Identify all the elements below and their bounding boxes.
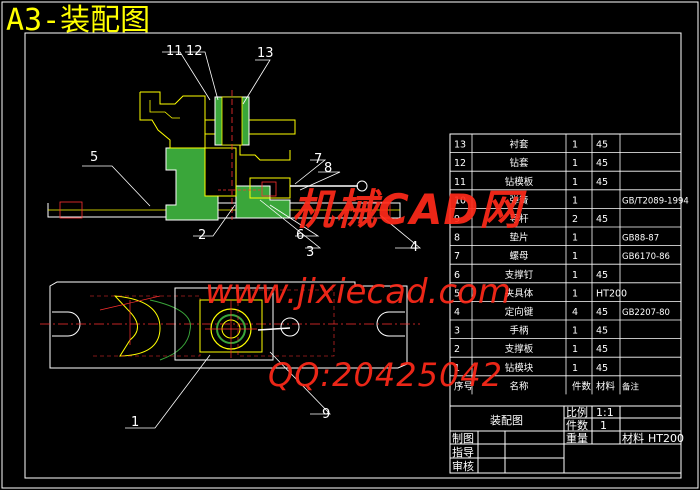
part-label-4: 4	[410, 240, 418, 255]
front-section-view	[47, 90, 401, 221]
bom-cell-material: 45	[596, 214, 608, 225]
bom-cell-name: 名称	[509, 380, 529, 392]
title-block-weight-label: 重量	[566, 431, 588, 445]
bom-cell-note: GB2207-80	[622, 308, 670, 318]
top-plan-view	[40, 281, 420, 369]
bom-cell-no: 1	[454, 363, 460, 374]
bom-cell-name: 夹具体	[505, 287, 534, 299]
bom-cell-no: 3	[454, 326, 460, 337]
title-block-material-value: HT200	[648, 432, 684, 445]
bom-cell-no: 8	[454, 233, 460, 244]
bom-cell-name: 支撑板	[505, 343, 534, 355]
bom-cell-qty: 件数	[572, 380, 592, 392]
bom-cell-name: 钻模板	[505, 176, 534, 188]
title-block-material-label: 材料	[622, 431, 644, 445]
title-block-scale-label: 比例	[566, 405, 588, 419]
bom-cell-no: 6	[454, 270, 460, 281]
title-block-review-label: 审核	[452, 459, 474, 473]
leader-lines	[82, 51, 422, 429]
bom-cell-name: 定向键	[505, 306, 534, 318]
bom-cell-qty: 2	[572, 214, 578, 225]
bom-cell-material: 45	[596, 326, 608, 337]
bom-cell-name: 导杆	[509, 213, 529, 225]
part-label-5: 5	[90, 150, 98, 165]
bom-cell-no: 9	[454, 214, 460, 225]
bom-cell-material: 45	[596, 140, 608, 151]
bom-cell-name: 手柄	[509, 325, 528, 337]
bom-cell-qty: 1	[572, 344, 578, 355]
bom-cell-qty: 1	[572, 363, 578, 374]
bom-cell-name: 螺母	[509, 251, 528, 262]
bom-cell-no: 2	[454, 344, 460, 355]
part-label-1: 1	[131, 415, 139, 430]
title-block: 装配图 比例 1:1 件数 1 制图 指导 审核 重量 材料 HT200	[449, 405, 684, 474]
bom-cell-note: GB/T2089-1994	[622, 196, 689, 206]
part-label-13: 13	[257, 46, 274, 61]
bom-cell-name: 衬套	[509, 139, 529, 151]
part-label-7: 7	[314, 152, 322, 167]
bom-cell-note: 备注	[622, 381, 640, 392]
watermark-qq: QQ:20425042	[268, 356, 504, 394]
bom-cell-note: GB88-87	[622, 234, 659, 244]
title-block-count-value: 1	[600, 419, 607, 432]
watermark-site-name: 机械CAD网	[292, 185, 523, 234]
part-label-8: 8	[324, 161, 332, 176]
title-block-drawing-name: 装配图	[490, 414, 523, 427]
bom-cell-material: 45	[596, 177, 608, 188]
bom-cell-no: 序号	[454, 380, 473, 392]
bom-cell-qty: 1	[572, 288, 578, 299]
bom-cell-qty: 1	[572, 158, 578, 169]
bom-cell-material: 45	[596, 158, 608, 169]
part-labels: 5 11 12 13 7 8 2 6 3 4 1 9	[90, 44, 418, 430]
bom-cell-no: 11	[454, 177, 466, 188]
bom-cell-name: 弹簧	[509, 194, 529, 206]
title-block-count-label: 件数	[566, 419, 588, 432]
bom-cell-no: 7	[454, 251, 460, 262]
bom-cell-qty: 1	[572, 195, 578, 206]
title-block-drawn-label: 制图	[452, 432, 474, 445]
bom-cell-material: 45	[596, 270, 608, 281]
part-label-9: 9	[322, 407, 330, 422]
drawing-title: A3-装配图	[6, 3, 151, 38]
bom-cell-qty: 1	[572, 326, 578, 337]
bom-cell-name: 钻模块	[505, 362, 534, 374]
bom-cell-no: 12	[454, 158, 466, 169]
bom-cell-name: 支撑钉	[505, 269, 534, 281]
bom-cell-no: 5	[454, 288, 460, 299]
part-label-6: 6	[296, 228, 304, 243]
part-label-12: 12	[186, 44, 203, 59]
bom-cell-no: 4	[454, 307, 460, 318]
bom-cell-material: HT200	[596, 288, 627, 299]
bom-cell-qty: 1	[572, 177, 578, 188]
bom-cell-material: 45	[596, 344, 608, 355]
bom-cell-material: 45	[596, 363, 608, 374]
bom-cell-name: 钻套	[509, 157, 529, 169]
part-label-11: 11	[166, 44, 183, 59]
part-label-3: 3	[306, 245, 314, 260]
bom-cell-qty: 1	[572, 251, 578, 262]
bom-cell-material: 材料	[596, 380, 616, 392]
bom-cell-qty: 1	[572, 140, 578, 151]
bom-cell-qty: 1	[572, 270, 578, 281]
title-block-guide-label: 指导	[452, 445, 474, 459]
bom-cell-qty: 1	[572, 233, 578, 244]
watermark-url: www.jixiecad.com	[205, 272, 511, 312]
bom-cell-qty: 4	[572, 307, 578, 318]
bom-cell-material: 45	[596, 307, 608, 318]
bom-cell-no: 10	[454, 195, 466, 206]
title-block-scale-value: 1:1	[596, 406, 614, 419]
bom-cell-note: GB6170-86	[622, 252, 670, 262]
bom-cell-no: 13	[454, 140, 466, 151]
part-label-2: 2	[198, 228, 206, 243]
bom-cell-name: 垫片	[509, 232, 528, 244]
